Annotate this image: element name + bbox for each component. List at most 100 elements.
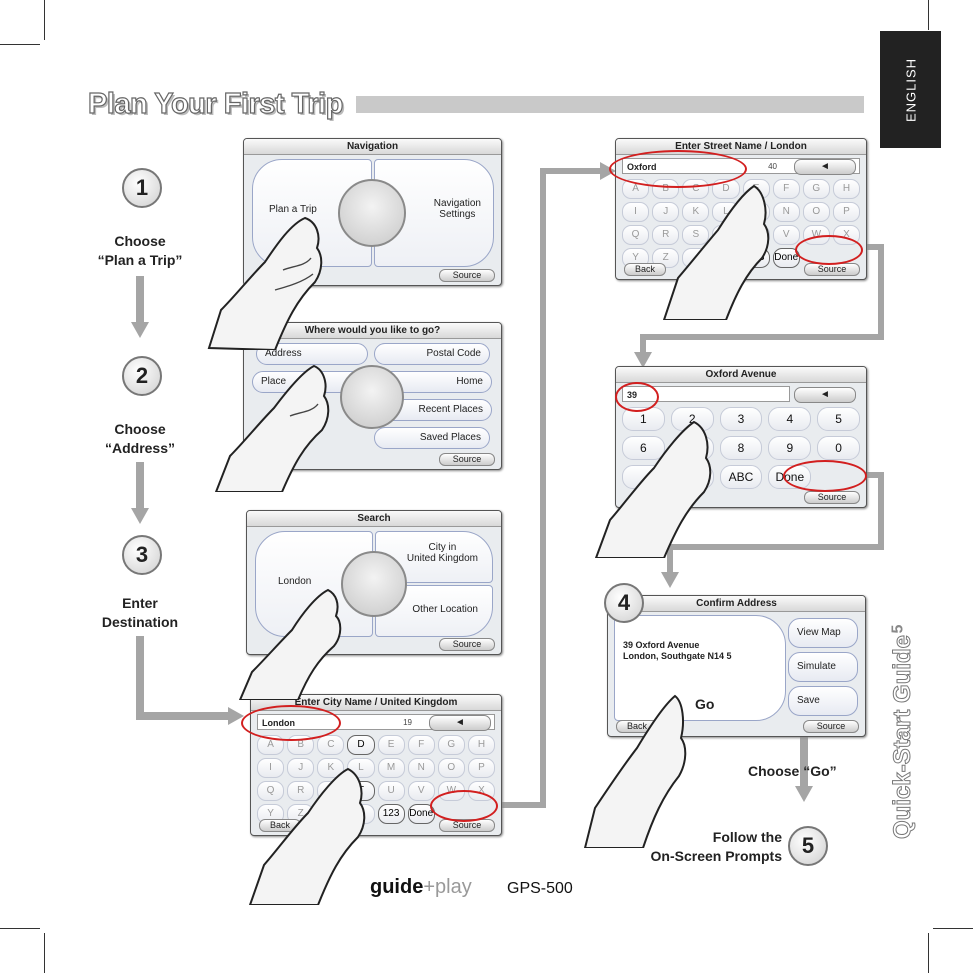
key-4[interactable]: 4 <box>768 407 812 431</box>
key-9[interactable]: 9 <box>768 436 812 460</box>
key-r[interactable]: R <box>287 781 315 801</box>
connector-line <box>667 544 884 550</box>
key-c[interactable]: C <box>317 735 345 755</box>
key-v[interactable]: V <box>407 781 435 801</box>
key-u[interactable]: U <box>742 225 770 245</box>
key-h[interactable]: H <box>832 179 860 199</box>
navigation-screen: Navigation Plan a Trip Navigation Settin… <box>243 138 502 286</box>
connector-arrow <box>131 508 149 524</box>
screen-title: Navigation <box>244 139 501 155</box>
connector-line <box>540 168 546 808</box>
section-marker: 5 Quick-Start Guide <box>880 620 926 850</box>
key-l[interactable]: L <box>347 758 375 778</box>
connector-arrow <box>131 322 149 338</box>
view-map-button[interactable]: View Map <box>788 618 858 648</box>
key-e[interactable]: E <box>377 735 405 755</box>
key-j[interactable]: J <box>652 202 680 222</box>
key-q[interactable]: Q <box>622 225 650 245</box>
page-number: 5 <box>889 624 907 634</box>
source-button[interactable]: Source <box>804 491 860 504</box>
key-7[interactable]: 7 <box>670 436 714 460</box>
key-k[interactable]: K <box>682 202 710 222</box>
connector-line <box>878 472 884 550</box>
key-l[interactable]: L <box>712 202 740 222</box>
postal-code-button[interactable]: Postal Code <box>374 343 490 365</box>
backspace-button[interactable]: ◄ <box>794 159 856 175</box>
save-button[interactable]: Save <box>788 686 858 716</box>
key-5[interactable]: 5 <box>817 407 860 431</box>
key-n[interactable]: N <box>407 758 435 778</box>
key-t[interactable]: T <box>712 225 740 245</box>
source-button[interactable]: Source <box>439 269 495 282</box>
back-button[interactable]: Back <box>259 819 301 832</box>
source-button[interactable]: Source <box>439 453 495 466</box>
key-q[interactable]: Q <box>257 781 285 801</box>
key-3[interactable]: 3 <box>719 407 763 431</box>
backspace-button[interactable]: ◄ <box>429 715 491 731</box>
address-button[interactable]: Address <box>256 343 368 365</box>
key-g[interactable]: G <box>802 179 830 199</box>
simulate-button[interactable]: Simulate <box>788 652 858 682</box>
brand-plus: + <box>423 876 436 898</box>
key-123[interactable]: 123 <box>742 248 770 268</box>
key-m[interactable]: M <box>742 202 770 222</box>
key-d[interactable]: D <box>347 735 375 755</box>
home-button[interactable]: Home <box>378 371 492 393</box>
source-button[interactable]: Source <box>804 263 860 276</box>
step-5-caption: Follow the On-Screen Prompts <box>600 828 782 866</box>
key-t[interactable]: T <box>347 781 375 801</box>
key-0[interactable]: 0 <box>817 436 860 460</box>
connector-line <box>640 334 884 340</box>
backspace-button[interactable]: ◄ <box>794 387 856 403</box>
key-2[interactable]: 2 <box>670 407 714 431</box>
caption-line: Choose <box>114 421 166 437</box>
source-button[interactable]: Source <box>803 720 859 733</box>
recent-places-button[interactable]: Recent Places <box>378 399 492 421</box>
key-h[interactable]: H <box>467 735 495 755</box>
source-button[interactable]: Source <box>439 638 495 651</box>
connector-line <box>136 276 144 324</box>
key-abc[interactable]: ABC <box>719 465 763 489</box>
key-blank[interactable] <box>317 804 345 824</box>
key-blank[interactable] <box>670 465 714 489</box>
caption-line: Follow the <box>712 829 782 845</box>
key-r[interactable]: R <box>652 225 680 245</box>
key-k[interactable]: K <box>317 758 345 778</box>
crop-mark <box>44 933 45 973</box>
key-u[interactable]: U <box>377 781 405 801</box>
key-done[interactable]: Done <box>772 248 800 268</box>
back-button[interactable]: Back <box>624 263 666 276</box>
step-4-badge: 4 <box>604 583 644 623</box>
key-o[interactable]: O <box>437 758 465 778</box>
key-6[interactable]: 6 <box>622 436 665 460</box>
key-f[interactable]: F <box>407 735 435 755</box>
brand-guide: guide <box>370 876 424 898</box>
key-blank[interactable] <box>682 248 710 268</box>
saved-places-button[interactable]: Saved Places <box>374 427 490 449</box>
key-e[interactable]: E <box>742 179 770 199</box>
key-f[interactable]: F <box>772 179 800 199</box>
key-p[interactable]: P <box>467 758 495 778</box>
highlight-ring <box>609 150 747 188</box>
key-s[interactable]: S <box>682 225 710 245</box>
back-button[interactable]: Back <box>616 720 658 733</box>
key-i[interactable]: I <box>257 758 285 778</box>
key-s[interactable]: S <box>317 781 345 801</box>
key-8[interactable]: 8 <box>719 436 763 460</box>
crop-mark <box>933 928 973 929</box>
crop-mark <box>928 933 929 973</box>
other-location-button[interactable]: Other Location <box>375 585 493 637</box>
key-i[interactable]: I <box>622 202 650 222</box>
key-blank[interactable] <box>622 465 665 489</box>
key-blank[interactable] <box>347 804 375 824</box>
key-g[interactable]: G <box>437 735 465 755</box>
key-123[interactable]: 123 <box>377 804 405 824</box>
key-v[interactable]: V <box>772 225 800 245</box>
key-blank[interactable] <box>712 248 740 268</box>
key-m[interactable]: M <box>377 758 405 778</box>
key-j[interactable]: J <box>287 758 315 778</box>
go-button[interactable]: Go <box>695 696 715 712</box>
key-o[interactable]: O <box>802 202 830 222</box>
key-n[interactable]: N <box>772 202 800 222</box>
key-p[interactable]: P <box>832 202 860 222</box>
